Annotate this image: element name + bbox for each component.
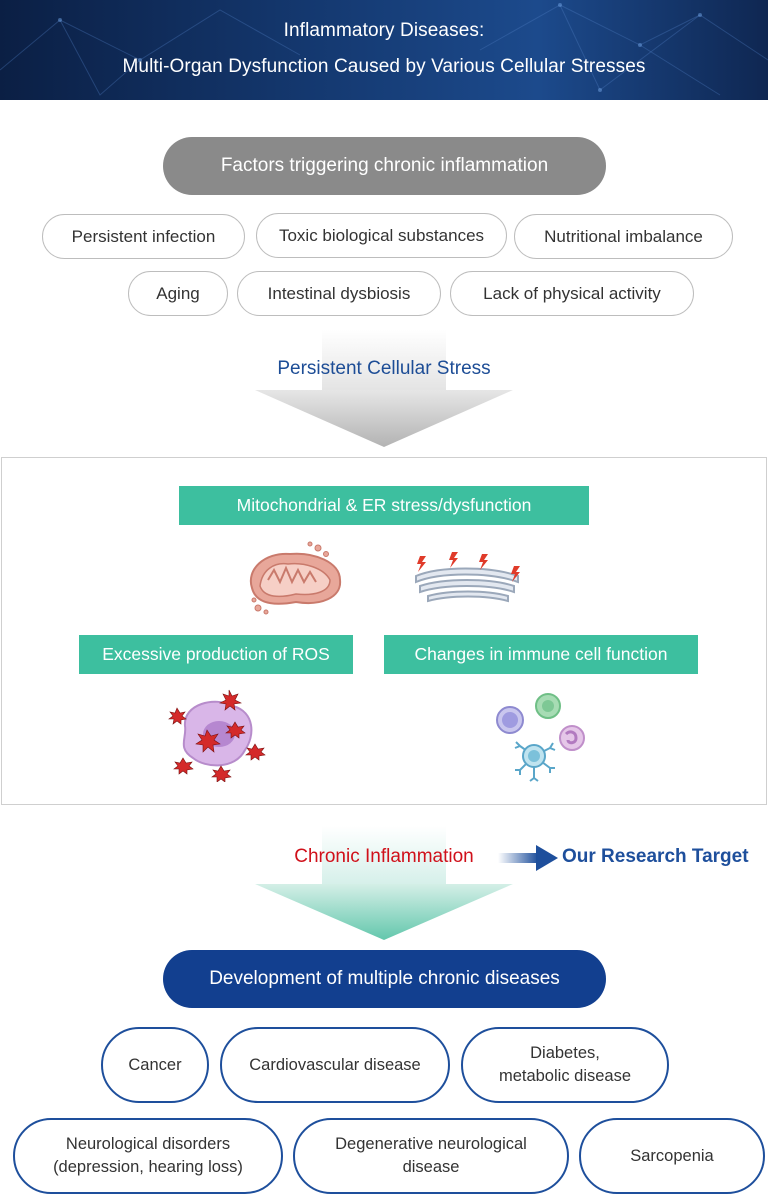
chronic-inflammation-label: Chronic Inflammation bbox=[294, 846, 474, 867]
outcome-heading: Development of multiple chronic diseases bbox=[163, 950, 606, 1008]
right-arrow-icon bbox=[498, 845, 558, 871]
factor-pill: Persistent infection bbox=[42, 214, 245, 259]
teal-down-arrow-icon bbox=[255, 826, 513, 940]
endoplasmic-reticulum-icon bbox=[415, 552, 520, 603]
header-title-line2: Multi-Organ Dysfunction Caused by Variou… bbox=[122, 56, 646, 77]
header-banner: Inflammatory Diseases: Multi-Organ Dysfu… bbox=[0, 0, 768, 100]
persistent-stress-label: Persistent Cellular Stress bbox=[277, 358, 491, 379]
immune-cells-icon bbox=[496, 693, 585, 782]
gray-down-arrow-icon bbox=[255, 330, 513, 447]
header-title-line1: Inflammatory Diseases: bbox=[283, 20, 485, 41]
factor-pill: Nutritional imbalance bbox=[514, 214, 733, 259]
disease-pill: Diabetes, metabolic disease bbox=[461, 1027, 669, 1103]
disease-pill: Degenerative neurological disease bbox=[293, 1118, 569, 1194]
immune-label: Changes in immune cell function bbox=[384, 635, 698, 674]
factor-pill: Intestinal dysbiosis bbox=[237, 271, 441, 316]
factor-pill: Toxic biological substances bbox=[256, 213, 507, 258]
mitochondrion-icon bbox=[249, 541, 342, 615]
mitochondrial-er-label: Mitochondrial & ER stress/dysfunction bbox=[179, 486, 589, 525]
factor-pill: Aging bbox=[128, 271, 228, 316]
ros-label: Excessive production of ROS bbox=[79, 635, 353, 674]
disease-pill: Cancer bbox=[101, 1027, 209, 1103]
disease-pill: Cardiovascular disease bbox=[220, 1027, 450, 1103]
disease-pill: Sarcopenia bbox=[579, 1118, 765, 1194]
network-background-icon bbox=[0, 3, 768, 96]
triggers-heading: Factors triggering chronic inflammation bbox=[163, 137, 606, 195]
research-target-label: Our Research Target bbox=[562, 846, 749, 867]
factor-pill: Lack of physical activity bbox=[450, 271, 694, 316]
ros-cell-icon bbox=[168, 689, 266, 782]
disease-pill: Neurological disorders (depression, hear… bbox=[13, 1118, 283, 1194]
